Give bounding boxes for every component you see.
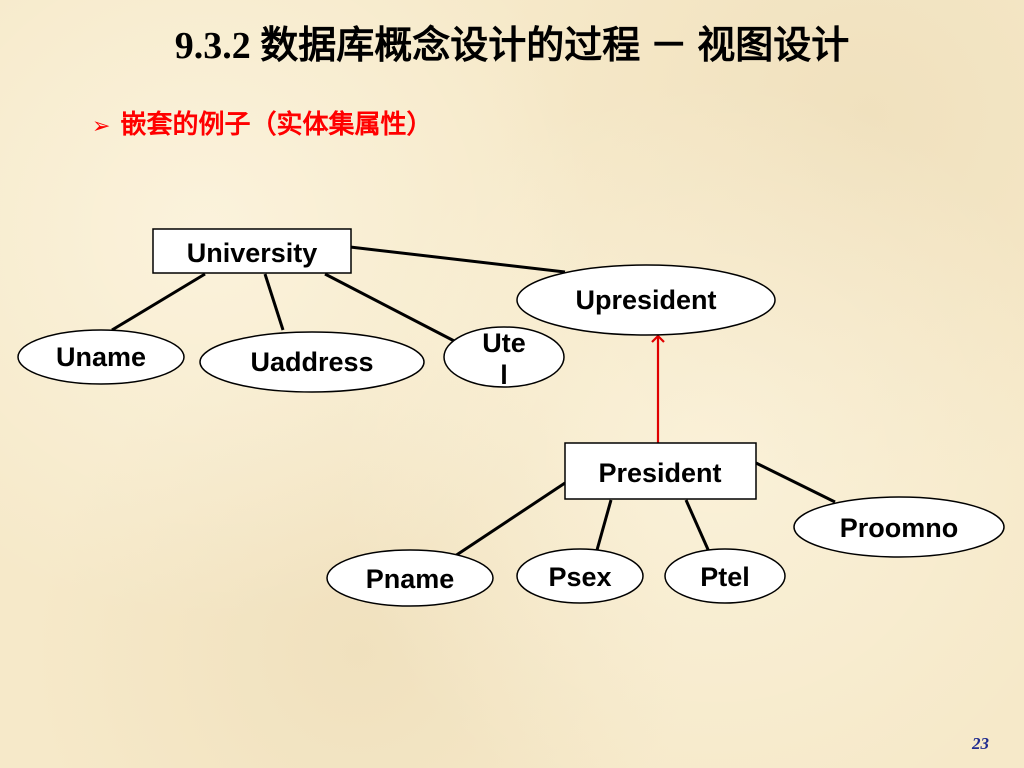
subtitle-bullet-line: ➢ 嵌套的例子（实体集属性） — [92, 104, 432, 141]
attribute-pname: Pname — [326, 549, 494, 607]
attribute-upresident: Upresident — [516, 264, 776, 336]
entity-president: President — [564, 442, 757, 500]
bullet-arrow-icon: ➢ — [92, 113, 111, 138]
line-university-utel — [324, 272, 463, 347]
attribute-uaddress: Uaddress — [199, 331, 425, 393]
line-university-upresident — [349, 245, 566, 274]
page-number: 23 — [972, 734, 989, 753]
line-university-uname — [111, 272, 206, 332]
attribute-upresident-label: Upresident — [575, 285, 716, 315]
attribute-utel-label-line2: l — [500, 360, 508, 390]
attribute-uname-label: Uname — [56, 342, 146, 372]
attribute-ptel: Ptel — [664, 548, 786, 604]
line-university-uaddress — [263, 273, 285, 331]
attribute-ptel-label: Ptel — [700, 562, 750, 592]
attribute-proomno: Proomno — [793, 496, 1005, 558]
attribute-psex-label: Psex — [548, 562, 611, 592]
subtitle-text: 嵌套的例子（实体集属性） — [120, 109, 433, 139]
attribute-uaddress-label: Uaddress — [250, 347, 373, 377]
slide-title: 9.3.2 数据库概念设计的过程 － 视图设计 — [174, 25, 850, 67]
attribute-utel-label-line1: Ute — [482, 328, 526, 358]
attribute-uname: Uname — [17, 329, 185, 385]
line-president-psex — [595, 499, 613, 551]
attribute-utel: Ute l — [443, 326, 565, 390]
line-president-ptel — [684, 499, 712, 555]
connector-lines — [111, 245, 836, 560]
line-president-pname — [451, 481, 566, 560]
line-president-proomno — [755, 461, 836, 504]
attribute-pname-label: Pname — [366, 564, 455, 594]
attribute-psex: Psex — [516, 548, 644, 604]
entity-university: University — [152, 228, 352, 274]
entity-university-label: University — [187, 238, 318, 268]
attribute-proomno-label: Proomno — [840, 513, 959, 543]
entity-president-label: President — [598, 458, 721, 488]
